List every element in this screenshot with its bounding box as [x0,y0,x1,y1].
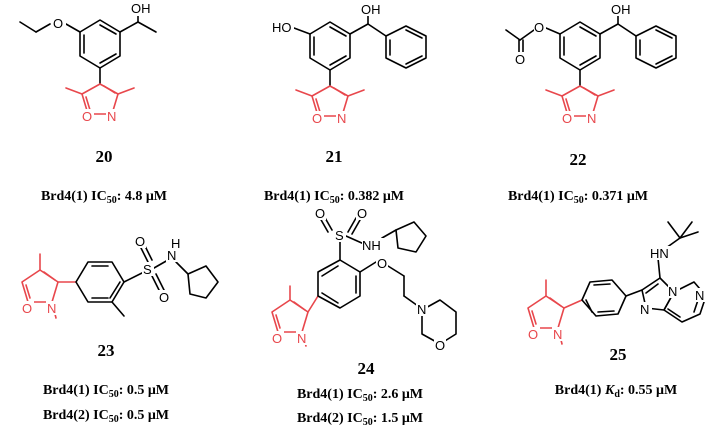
compound-21-structure: HO OH O N [272,2,427,126]
isoxazole-nitrogen-label: N [553,327,562,342]
compound-24-structure: S O O NH O N O O N [271,206,457,353]
isoxazole-oxygen-label: O [528,327,538,342]
isoxazole-nitrogen-label: N [107,109,116,124]
compound-22-activity-1: Brd4(1) IC50: 0.371 μM [508,189,648,206]
hydrogen-label: H [171,236,180,251]
carbonyl-oxygen-label: O [515,52,525,67]
isoxazole-oxygen-label: O [562,111,572,126]
compound-24-activity-1: Brd4(1) IC50: 2.6 μM [297,387,423,404]
isoxazole-oxygen-label: O [272,331,282,346]
isoxazole-nitrogen-label: N [587,111,596,126]
isoxazole-oxygen-label: O [312,111,322,126]
imidazole-nitrogen-label: N [640,302,649,317]
amine-label: NH [362,238,381,253]
compound-23-structure: S O O N H O N [21,234,219,319]
compound-20-structure: O OH O N [19,1,157,124]
compound-23-number: 23 [98,341,115,360]
compound-24-activity-2: Brd4(2) IC50: 1.5 μM [297,411,423,428]
oxygen-label: O [53,16,63,31]
compound-20-number: 20 [96,147,113,166]
sulfur-label: S [143,262,152,277]
pyrazine-nitrogen-label: N [695,288,704,303]
sulfonyl-oxygen-label: O [135,234,145,249]
compound-23-activity-1: Brd4(1) IC50: 0.5 μM [43,383,169,400]
isoxazole-nitrogen-label: N [337,111,346,126]
morpholine-oxygen-label: O [435,338,445,353]
compound-23-activity-2: Brd4(2) IC50: 0.5 μM [43,408,169,425]
sulfonyl-oxygen-label: O [315,206,325,221]
hydroxyl-label: OH [611,2,631,17]
ester-oxygen-label: O [534,20,544,35]
hydroxyl-label: OH [131,1,151,16]
compound-25-activity-1: Brd4(1) Kd: 0.55 μM [555,383,677,400]
compound-25-number: 25 [610,345,627,364]
compound-22-structure: O O OH O N [505,2,677,126]
isoxazole-nitrogen-label: N [297,331,306,346]
isoxazole-nitrogen-label: N [47,301,56,316]
compound-22-number: 22 [570,150,587,169]
isoxazole-oxygen-label: O [82,109,92,124]
bridgehead-nitrogen-label: N [668,284,677,299]
morpholine-nitrogen-label: N [417,302,426,317]
compound-25-structure: HN N N N O N [527,221,707,345]
sulfonyl-oxygen-label: O [357,206,367,221]
compound-20-activity-1: Brd4(1) IC50: 4.8 μM [41,189,167,206]
sulfonyl-oxygen-label: O [159,290,169,305]
hydroxyl-label: OH [361,2,381,17]
amine-label: HN [650,246,669,261]
hydroxyl-label: HO [272,20,292,35]
ether-oxygen-label: O [377,256,387,271]
sulfur-label: S [335,228,344,243]
compound-21-number: 21 [326,147,343,166]
nitrogen-label: N [167,248,176,263]
isoxazole-oxygen-label: O [22,301,32,316]
compound-24-number: 24 [358,359,376,378]
compound-21-activity-1: Brd4(1) IC50: 0.382 μM [264,189,404,206]
